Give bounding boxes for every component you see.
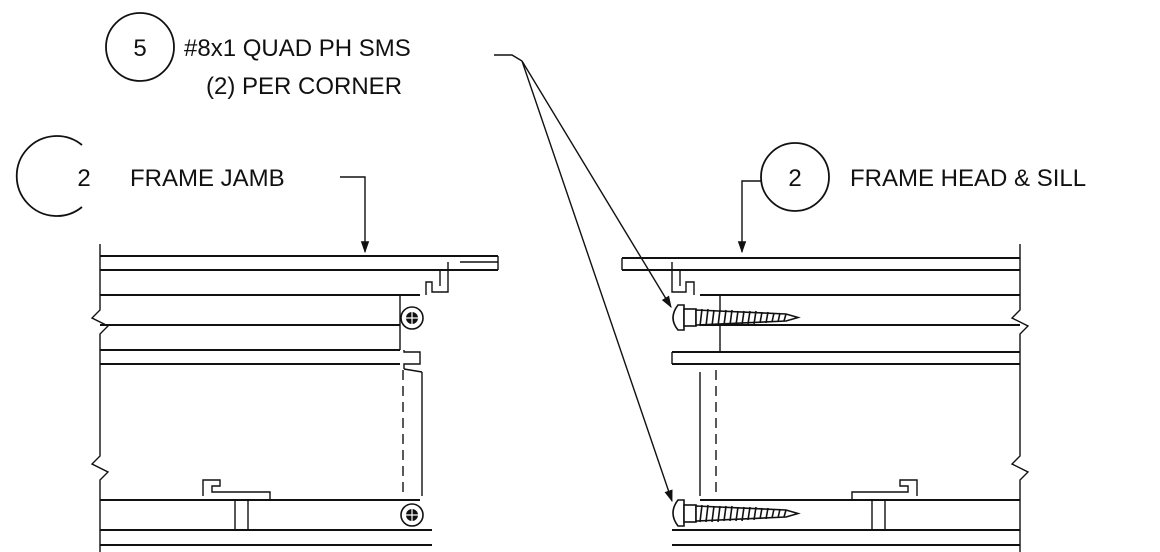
screw-spec-label: #8x1 QUAD PH SMS (184, 35, 411, 62)
arrow-icon (340, 176, 370, 254)
frame-jamb-label: FRAME JAMB (130, 165, 285, 192)
frame-jamb-section (90, 244, 499, 552)
screw-quantity-label: (2) PER CORNER (206, 73, 402, 100)
callout-bubble-head-sill (760, 142, 830, 212)
sheet-metal-screw-icon (672, 304, 801, 331)
arrow-icon (737, 180, 761, 254)
arrow-icon (494, 54, 673, 503)
frame-head-sill-section (621, 244, 1030, 552)
screw-end-view-icon (400, 306, 424, 330)
callout-number-head-sill: 2 (788, 165, 801, 192)
head-sill-callout: 2 FRAME HEAD & SILL (737, 142, 1086, 254)
jamb-callout: 2 FRAME JAMB (15, 135, 370, 254)
callout-number-jamb: 2 (77, 165, 90, 192)
screw-callout: 5 #8x1 QUAD PH SMS (2) PER CORNER (105, 12, 673, 503)
callout-bubble-5 (105, 12, 175, 82)
frame-head-sill-label: FRAME HEAD & SILL (850, 165, 1086, 192)
sheet-metal-screw-icon (672, 499, 801, 527)
callout-number-5: 5 (133, 35, 146, 62)
callout-bubble-jamb (15, 135, 83, 217)
break-line-icon (90, 244, 110, 552)
screw-end-view-icon (400, 503, 424, 527)
break-line-icon (1010, 244, 1030, 552)
